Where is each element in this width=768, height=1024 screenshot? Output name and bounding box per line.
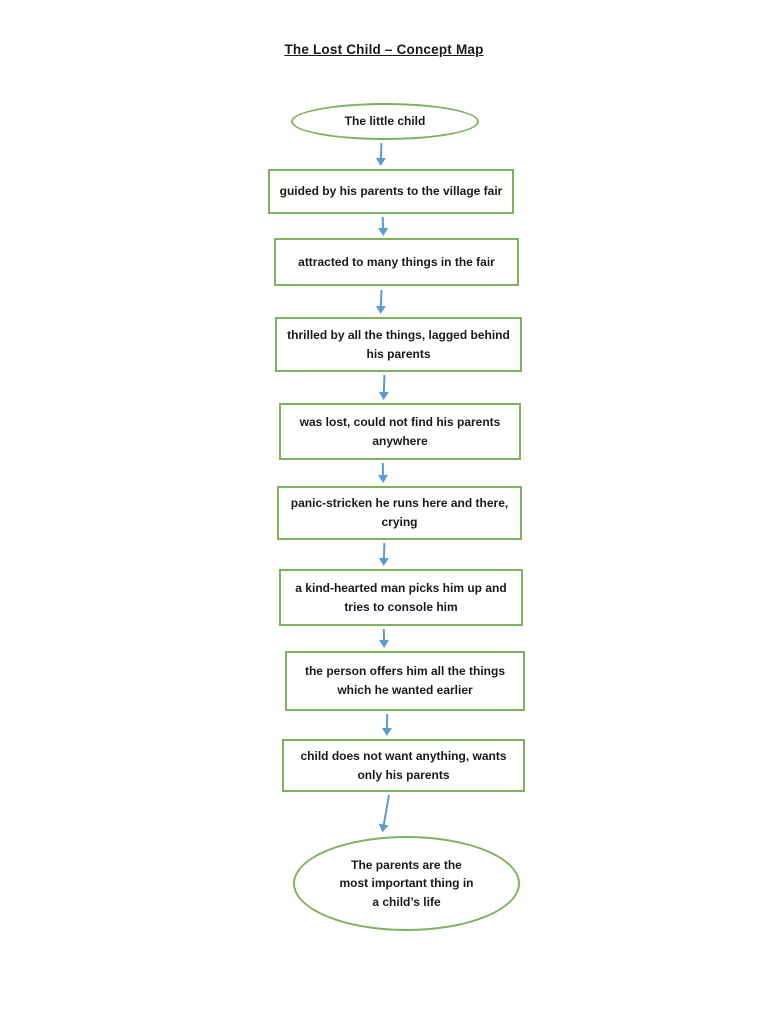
flow-arrow-down-icon xyxy=(377,462,389,484)
flow-node-box: child does not want anything, wants only… xyxy=(282,739,525,792)
arrow-head xyxy=(378,391,389,401)
flow-node-label: the person offers him all the things whi… xyxy=(304,664,506,697)
flow-node-label: attracted to many things in the fair xyxy=(298,254,495,269)
flow-node-label: The little child xyxy=(344,114,426,129)
flow-node-label: was lost, could not find his parents any… xyxy=(299,414,501,448)
flow-arrow-down-icon xyxy=(381,713,393,737)
arrow-head xyxy=(375,157,386,167)
flow-arrow-down-icon xyxy=(376,794,394,834)
arrow-stem xyxy=(382,628,386,641)
arrow-stem xyxy=(385,713,389,729)
flow-arrow-down-icon xyxy=(375,289,388,315)
flow-node-label: guided by his parents to the village fai… xyxy=(279,184,503,199)
flow-node-box: was lost, could not find his parents any… xyxy=(279,403,521,460)
arrow-head xyxy=(378,557,389,567)
flow-arrow-down-icon xyxy=(378,542,391,567)
flow-arrow-down-icon xyxy=(375,142,388,167)
flow-arrow-down-icon xyxy=(377,216,390,237)
arrow-stem xyxy=(381,216,385,229)
flow-node-box: panic-stricken he runs here and there, c… xyxy=(277,486,522,540)
arrow-head xyxy=(375,305,386,315)
flow-node-label: child does not want anything, wants only… xyxy=(300,748,507,782)
flow-node-label: thrilled by all the things, lagged behin… xyxy=(287,327,510,361)
arrow-stem xyxy=(381,462,385,476)
flow-node-label: panic-stricken he runs here and there, c… xyxy=(290,496,509,529)
arrow-stem xyxy=(382,374,386,393)
flow-node-box: thrilled by all the things, lagged behin… xyxy=(275,317,522,372)
arrow-head xyxy=(377,823,389,834)
arrow-stem xyxy=(382,794,390,825)
page-title: The Lost Child – Concept Map xyxy=(284,42,484,57)
flow-node-end-ellipse: The parents are the most important thing… xyxy=(293,836,520,931)
flow-arrow-down-icon xyxy=(378,628,390,649)
flow-node-label: a kind-hearted man picks him up and trie… xyxy=(295,580,507,614)
flow-node-box: attracted to many things in the fair xyxy=(274,238,519,286)
arrow-head xyxy=(381,727,392,737)
arrow-head xyxy=(378,474,389,484)
flow-node-box: a kind-hearted man picks him up and trie… xyxy=(279,569,523,626)
flow-node-box: guided by his parents to the village fai… xyxy=(268,169,514,214)
arrow-stem xyxy=(382,542,386,559)
arrow-head xyxy=(378,227,389,237)
flow-node-box: the person offers him all the things whi… xyxy=(285,651,525,711)
flow-node-start-ellipse: The little child xyxy=(291,103,479,140)
arrow-head xyxy=(379,639,390,649)
arrow-stem xyxy=(379,289,383,307)
arrow-stem xyxy=(379,142,383,159)
flow-node-label: The parents are the most important thing… xyxy=(339,857,474,909)
flow-arrow-down-icon xyxy=(378,374,391,401)
